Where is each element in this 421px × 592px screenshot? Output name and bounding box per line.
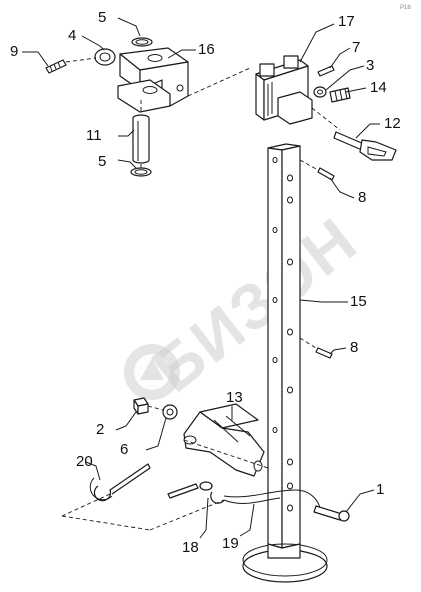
part-13-clamp [183, 403, 265, 477]
part-11-pin [132, 114, 150, 164]
callout-5-top: 5 [98, 9, 106, 26]
callout-2: 2 [96, 421, 104, 438]
callout-12: 12 [384, 115, 401, 132]
callout-20: 20 [76, 453, 93, 470]
callout-7: 7 [352, 39, 360, 56]
part-8-bolt-upper [299, 159, 335, 181]
callout-4: 4 [68, 27, 76, 44]
callout-8-upper: 8 [358, 189, 366, 206]
post-foot-plate [242, 543, 328, 583]
part-5-washer-top [131, 37, 153, 47]
corner-code: P18 [400, 5, 411, 11]
callout-6: 6 [120, 441, 128, 458]
part-19-cable [223, 489, 321, 509]
part-2-square-nut [133, 397, 149, 415]
callout-3: 3 [366, 57, 374, 74]
part-9-bolt [45, 59, 67, 74]
callout-15: 15 [350, 293, 367, 310]
part-16-hinge-bracket [117, 47, 189, 113]
part-3-nut [313, 86, 327, 98]
callout-1: 1 [376, 481, 384, 498]
callout-5-bottom: 5 [98, 153, 106, 170]
leader-lines [22, 17, 380, 539]
callout-16: 16 [198, 41, 215, 58]
part-15-post [267, 143, 301, 549]
post-holes [272, 157, 293, 512]
callout-17: 17 [338, 13, 355, 30]
callout-8-lower: 8 [350, 339, 358, 356]
part-6-washer [162, 404, 178, 420]
watermark-logo [124, 344, 180, 400]
callout-19: 19 [222, 535, 239, 552]
part-5-washer-bottom [130, 167, 152, 177]
callout-14: 14 [370, 79, 387, 96]
part-7-small-pin [317, 65, 335, 77]
part-20-lynch-pin [89, 463, 151, 502]
watermark-text: БИЗОН [139, 203, 370, 406]
part-12-handle-pin [333, 131, 397, 161]
callout-11: 11 [86, 127, 102, 144]
part-14-spring [329, 87, 351, 103]
part-1-bolt [313, 505, 350, 522]
part-17-clamp-head [255, 55, 313, 125]
callout-labels: 5 4 9 16 11 5 17 7 3 14 12 8 15 8 13 2 6… [10, 9, 401, 556]
callout-9: 9 [10, 43, 18, 60]
callout-18: 18 [182, 539, 199, 556]
callout-13: 13 [226, 389, 243, 406]
part-4-bushing [94, 48, 116, 66]
part-8-bolt-lower [299, 337, 333, 359]
part-18-clip [167, 481, 225, 504]
